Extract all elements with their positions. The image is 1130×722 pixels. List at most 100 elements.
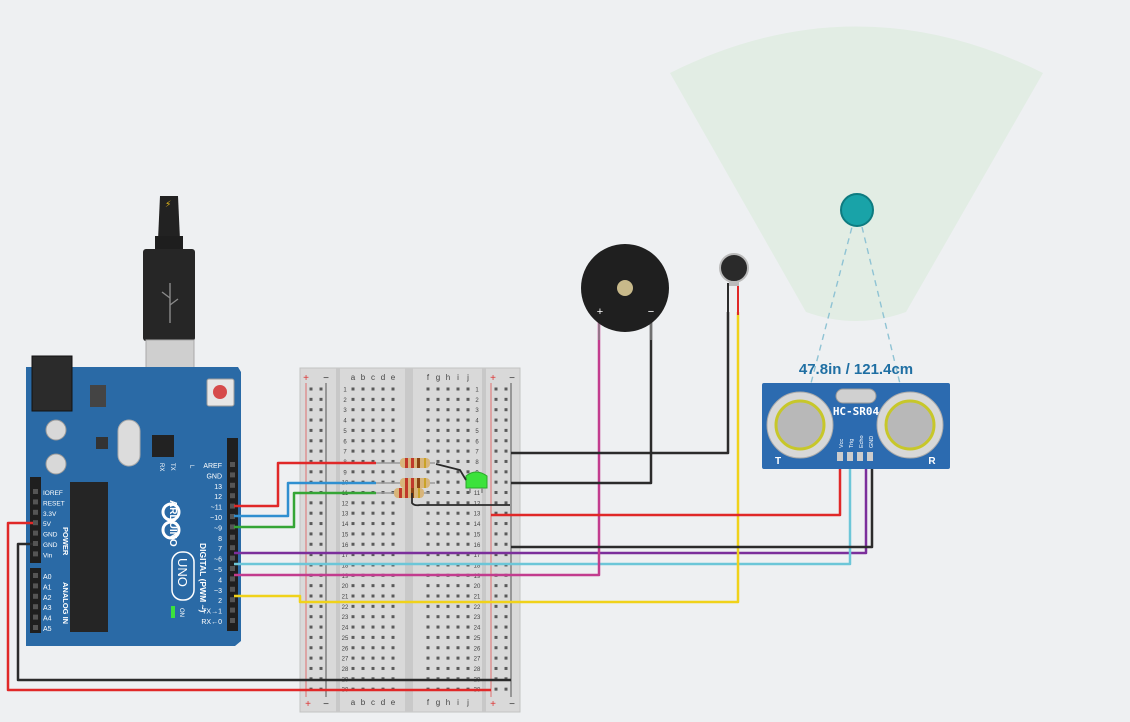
rail-hole[interactable] [494, 522, 498, 526]
rail-hole[interactable] [504, 584, 508, 588]
breadboard-hole[interactable] [371, 408, 375, 412]
rail-hole[interactable] [504, 615, 508, 619]
rail-hole[interactable] [319, 459, 323, 463]
breadboard-hole[interactable] [381, 418, 385, 422]
breadboard-hole[interactable] [361, 604, 365, 608]
breadboard-hole[interactable] [351, 542, 355, 546]
breadboard-hole[interactable] [426, 439, 430, 443]
breadboard-hole[interactable] [391, 666, 395, 670]
rail-hole[interactable] [309, 449, 313, 453]
breadboard-hole[interactable] [456, 553, 460, 557]
rail-hole[interactable] [309, 428, 313, 432]
breadboard-hole[interactable] [426, 470, 430, 474]
rail-hole[interactable] [319, 615, 323, 619]
rail-hole[interactable] [504, 397, 508, 401]
breadboard-hole[interactable] [446, 397, 450, 401]
breadboard-hole[interactable] [456, 501, 460, 505]
breadboard-hole[interactable] [351, 439, 355, 443]
breadboard-hole[interactable] [446, 408, 450, 412]
breadboard-hole[interactable] [466, 491, 470, 494]
breadboard-hole[interactable] [381, 615, 385, 619]
breadboard-hole[interactable] [456, 635, 460, 639]
breadboard-hole[interactable] [466, 501, 470, 505]
breadboard-hole[interactable] [446, 584, 450, 588]
breadboard-hole[interactable] [436, 646, 440, 650]
digital-pin-socket[interactable] [230, 503, 235, 509]
breadboard-hole[interactable] [351, 522, 355, 526]
breadboard-hole[interactable] [351, 532, 355, 536]
breadboard-hole[interactable] [351, 511, 355, 515]
rail-hole[interactable] [494, 408, 498, 412]
breadboard-hole[interactable] [456, 584, 460, 588]
breadboard-hole[interactable] [456, 387, 460, 391]
breadboard-hole[interactable] [466, 387, 470, 391]
rail-hole[interactable] [494, 428, 498, 432]
breadboard-hole[interactable] [391, 615, 395, 619]
breadboard-hole[interactable] [351, 397, 355, 401]
rail-hole[interactable] [319, 418, 323, 422]
power-pin-socket[interactable] [33, 489, 38, 494]
breadboard-hole[interactable] [361, 408, 365, 412]
breadboard-hole[interactable] [456, 625, 460, 629]
digital-pin-socket[interactable] [230, 618, 235, 623]
breadboard-hole[interactable] [466, 553, 470, 557]
breadboard-hole[interactable] [381, 522, 385, 526]
breadboard-hole[interactable] [391, 542, 395, 546]
rail-hole[interactable] [309, 418, 313, 422]
hc-sr04-sensor[interactable]: HC-SR04 T R Vcc Trig Echo GND [762, 383, 950, 469]
breadboard-hole[interactable] [351, 615, 355, 619]
breadboard-hole[interactable] [466, 625, 470, 629]
rail-hole[interactable] [319, 584, 323, 588]
breadboard-hole[interactable] [391, 470, 395, 474]
breadboard-hole[interactable] [351, 584, 355, 588]
rail-hole[interactable] [494, 470, 498, 474]
power-pin-socket[interactable] [33, 509, 38, 515]
breadboard-hole[interactable] [371, 418, 375, 422]
breadboard-hole[interactable] [436, 397, 440, 401]
breadboard-hole[interactable] [426, 615, 430, 619]
breadboard-hole[interactable] [456, 449, 460, 453]
breadboard-hole[interactable] [371, 459, 375, 463]
breadboard-hole[interactable] [351, 408, 355, 412]
breadboard-hole[interactable] [381, 594, 385, 598]
rail-hole[interactable] [319, 594, 323, 598]
breadboard-hole[interactable] [361, 553, 365, 557]
breadboard-hole[interactable] [456, 511, 460, 515]
rail-hole[interactable] [319, 449, 323, 453]
rail-hole[interactable] [504, 522, 508, 526]
breadboard-hole[interactable] [456, 397, 460, 401]
rail-hole[interactable] [494, 542, 498, 546]
rail-hole[interactable] [504, 428, 508, 432]
breadboard-hole[interactable] [351, 604, 355, 608]
rail-hole[interactable] [504, 511, 508, 515]
breadboard-hole[interactable] [381, 656, 385, 660]
rail-hole[interactable] [319, 542, 323, 546]
digital-pin-socket[interactable] [230, 534, 235, 540]
rail-hole[interactable] [494, 625, 498, 629]
breadboard-hole[interactable] [436, 584, 440, 588]
breadboard-hole[interactable] [381, 511, 385, 515]
breadboard-hole[interactable] [436, 666, 440, 670]
breadboard-hole[interactable] [446, 428, 450, 432]
breadboard-hole[interactable] [391, 594, 395, 598]
resistor-2[interactable] [376, 478, 435, 488]
breadboard-hole[interactable] [436, 635, 440, 639]
rail-hole[interactable] [504, 387, 508, 391]
rail-hole[interactable] [494, 646, 498, 650]
breadboard-hole[interactable] [361, 584, 365, 588]
rail-hole[interactable] [504, 625, 508, 629]
breadboard-hole[interactable] [391, 501, 395, 505]
power-pin-socket[interactable] [33, 530, 38, 536]
breadboard-hole[interactable] [371, 542, 375, 546]
breadboard-hole[interactable] [436, 418, 440, 422]
rail-hole[interactable] [504, 687, 508, 691]
breadboard-hole[interactable] [426, 604, 430, 608]
breadboard-hole[interactable] [446, 604, 450, 608]
breadboard-hole[interactable] [466, 439, 470, 443]
breadboard-hole[interactable] [371, 501, 375, 505]
breadboard-hole[interactable] [446, 532, 450, 536]
breadboard-hole[interactable] [446, 553, 450, 557]
rail-hole[interactable] [309, 439, 313, 443]
breadboard-hole[interactable] [446, 635, 450, 639]
rail-hole[interactable] [319, 439, 323, 443]
